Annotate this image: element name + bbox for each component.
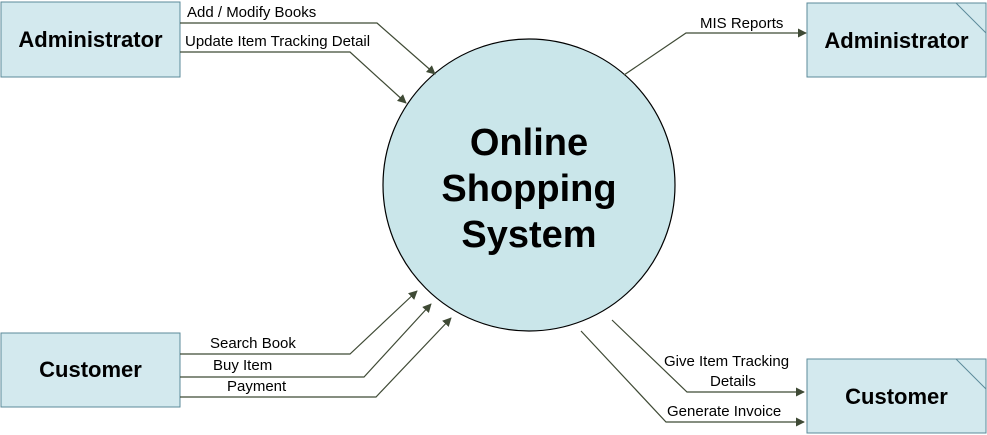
entity-administrator-source[interactable]: Administrator <box>0 1 181 78</box>
flow-label-line1: Give Item Tracking <box>664 353 789 370</box>
flow-update-item-tracking-detail[interactable]: Update Item Tracking Detail <box>180 33 407 104</box>
entity-box <box>0 1 181 78</box>
flow-payment[interactable]: Payment <box>180 317 452 398</box>
flow-arrow <box>180 51 407 104</box>
entity-label: Customer <box>845 384 948 409</box>
flow-label: Buy Item <box>213 357 272 374</box>
flow-label: Generate Invoice <box>667 403 781 420</box>
entity-box <box>0 332 181 408</box>
flow-label: Update Item Tracking Detail <box>185 33 370 50</box>
entity-corner-fold <box>955 358 987 390</box>
process-online-shopping-system[interactable]: Online Shopping System <box>382 38 676 332</box>
flow-label-line2: Details <box>710 373 756 390</box>
entity-label: Customer <box>39 357 142 382</box>
flow-label: MIS Reports <box>700 15 783 32</box>
entity-label: Administrator <box>824 28 969 53</box>
flow-buy-item[interactable]: Buy Item <box>180 303 432 378</box>
entity-label: Administrator <box>18 27 163 52</box>
entity-customer-source[interactable]: Customer <box>0 332 181 408</box>
flow-arrow <box>180 303 432 378</box>
flow-label: Payment <box>227 378 287 395</box>
flow-arrow <box>180 290 418 355</box>
flow-mis-reports[interactable]: MIS Reports <box>623 15 807 76</box>
flow-label: Search Book <box>210 335 296 352</box>
entity-box <box>806 358 987 434</box>
flow-arrow <box>623 28 807 76</box>
entity-box <box>806 2 987 78</box>
flow-give-item-tracking-details[interactable]: Give Item Tracking Details <box>611 319 805 397</box>
flow-arrow <box>580 330 805 427</box>
flow-label: Add / Modify Books <box>187 4 316 21</box>
flow-add-modify-books[interactable]: Add / Modify Books <box>180 4 436 75</box>
process-label-line1: Online <box>470 122 588 164</box>
flow-search-book[interactable]: Search Book <box>180 290 418 355</box>
flow-generate-invoice[interactable]: Generate Invoice <box>580 330 805 427</box>
entity-customer-sink[interactable]: Customer <box>806 358 987 434</box>
process-label-line3: System <box>461 214 596 256</box>
flow-arrow <box>180 22 436 75</box>
process-label-line2: Shopping <box>441 168 616 210</box>
flow-arrow <box>180 317 452 398</box>
process-circle <box>382 38 676 332</box>
entity-corner-fold <box>955 2 987 34</box>
flow-arrow <box>611 319 805 397</box>
entity-administrator-sink[interactable]: Administrator <box>806 2 987 78</box>
